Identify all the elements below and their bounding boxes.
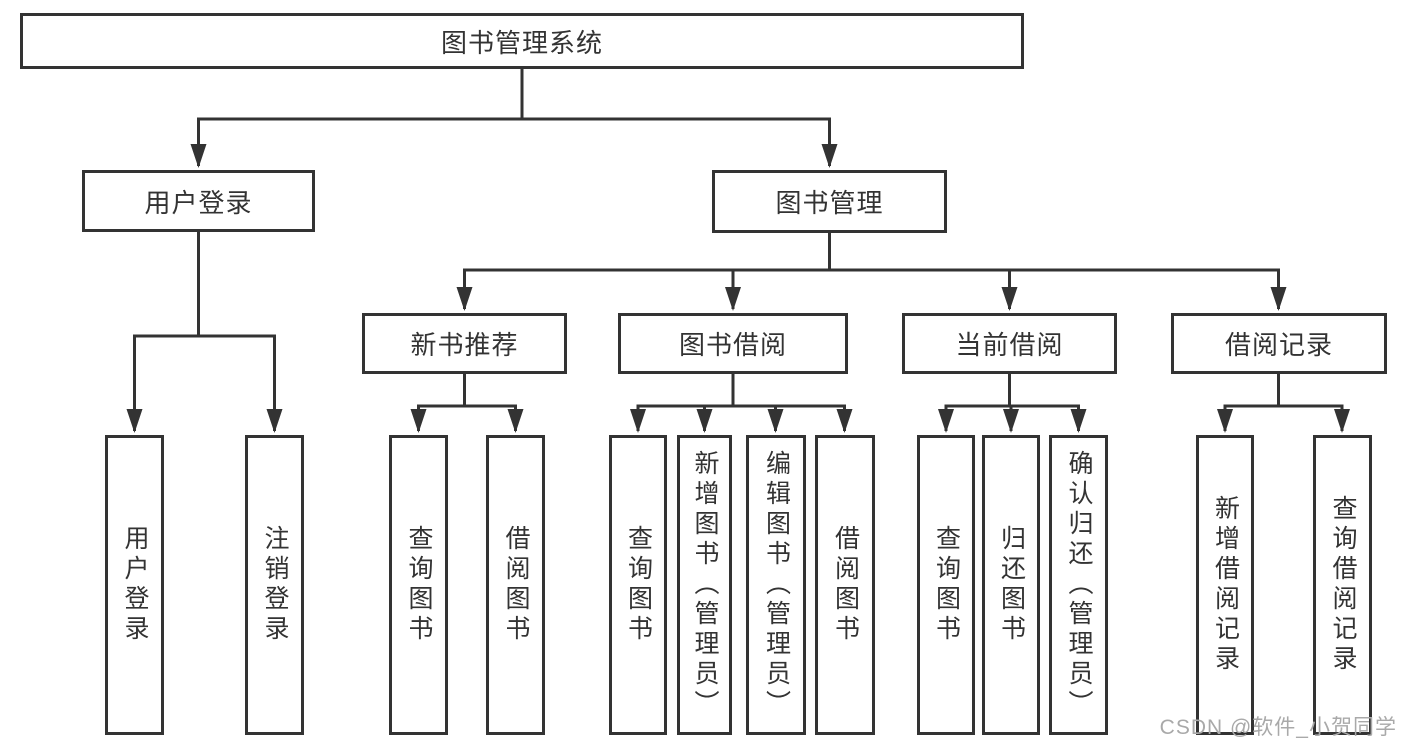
node-library-management-system: 图书管理系统 [20, 13, 1024, 69]
csdn-watermark: CSDN @软件_小贺同学 [1159, 716, 1397, 739]
node-current-borrowing: 当前借阅 [902, 313, 1117, 374]
leaf-bb-add-books-admin: 新增图书（管理员） [677, 435, 732, 735]
leaf-br-query-record: 查询借阅记录 [1313, 435, 1372, 735]
leaf-nbr-query-books: 查询图书 [389, 435, 448, 735]
node-new-book-recommend: 新书推荐 [362, 313, 567, 374]
leaf-bb-edit-books-admin: 编辑图书（管理员） [746, 435, 806, 735]
node-book-borrowing: 图书借阅 [618, 313, 848, 374]
leaf-cb-confirm-return-admin: 确认归还（管理员） [1049, 435, 1108, 735]
node-user-login: 用户登录 [82, 170, 315, 232]
leaf-br-add-record: 新增借阅记录 [1196, 435, 1254, 735]
leaf-bb-query-books: 查询图书 [609, 435, 667, 735]
node-book-management: 图书管理 [712, 170, 947, 233]
node-borrow-records: 借阅记录 [1171, 313, 1387, 374]
leaf-user-login: 用户登录 [105, 435, 164, 735]
leaf-nbr-borrow-books: 借阅图书 [486, 435, 545, 735]
leaf-cb-return-books: 归还图书 [982, 435, 1040, 735]
leaf-cb-query-books: 查询图书 [917, 435, 975, 735]
leaf-logout: 注销登录 [245, 435, 304, 735]
leaf-bb-borrow-books: 借阅图书 [815, 435, 875, 735]
